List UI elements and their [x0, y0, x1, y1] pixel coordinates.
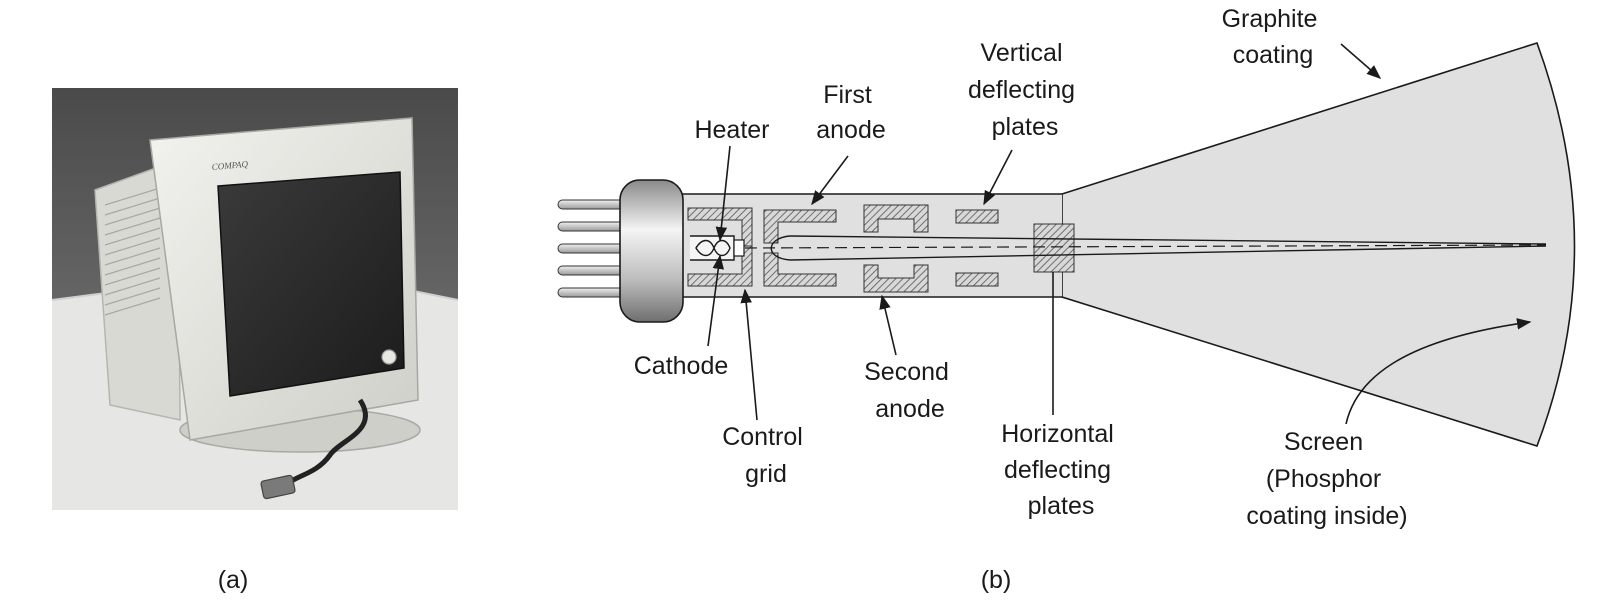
label-graphite-line1: Graphite [1222, 5, 1318, 33]
label-first-anode-line1: First [823, 81, 872, 109]
cathode-heater [690, 236, 744, 260]
label-screen: Screen (Phosphor coating inside) [1246, 428, 1407, 530]
label-graphite-line2: coating [1233, 41, 1314, 69]
label-vertical-plates-line1: Vertical [981, 39, 1063, 67]
label-vertical-plates-line3: plates [992, 113, 1059, 141]
label-screen-line1: Screen [1284, 428, 1363, 456]
label-cathode: Cathode [634, 352, 729, 380]
label-horizontal-plates-line1: Horizontal [1001, 420, 1114, 448]
crt-funnel [1062, 43, 1575, 446]
label-control-grid: Control grid [722, 423, 810, 488]
crt-diagram: Heater First anode Vertical deflecting p… [558, 5, 1575, 530]
label-horizontal-plates: Horizontal deflecting plates [1001, 420, 1121, 520]
label-first-anode-line2: anode [816, 116, 886, 144]
monitor-photo: COMPAQ [52, 88, 458, 510]
horizontal-deflecting-plates [1034, 224, 1074, 272]
label-vertical-plates: Vertical deflecting plates [968, 39, 1082, 141]
label-second-anode-line2: anode [875, 395, 945, 423]
base-pins [558, 200, 628, 297]
label-first-anode: First anode [816, 81, 886, 144]
label-screen-line3: coating inside) [1246, 502, 1407, 530]
label-second-anode-line1: Second [864, 358, 949, 386]
tube-base [620, 180, 683, 322]
label-vertical-plates-line2: deflecting [968, 76, 1075, 104]
label-screen-line2: (Phosphor [1266, 465, 1381, 493]
label-control-grid-line1: Control [722, 423, 803, 451]
caption-a: (a) [218, 566, 249, 594]
label-horizontal-plates-line3: plates [1028, 492, 1095, 520]
label-heater: Heater [694, 116, 769, 144]
label-horizontal-plates-line2: deflecting [1004, 456, 1111, 484]
label-second-anode: Second anode [864, 358, 956, 423]
caption-b: (b) [981, 566, 1012, 594]
label-graphite-coating: Graphite coating [1222, 5, 1325, 69]
label-control-grid-line2: grid [745, 460, 787, 488]
